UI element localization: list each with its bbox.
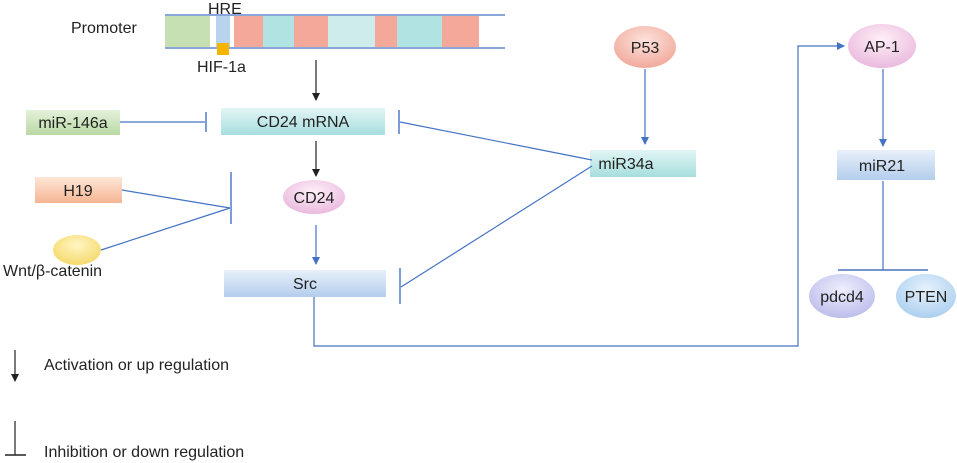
- legend-activation-label: Activation or up regulation: [44, 357, 229, 374]
- cd24-mrna-label: CD24 mRNA: [257, 114, 350, 131]
- pten-node: [896, 274, 956, 318]
- inhibition-line: [399, 121, 593, 161]
- promoter-segment-teal: [328, 16, 375, 47]
- legend-inhibition-label: Inhibition or down regulation: [44, 444, 244, 461]
- hif-1a-site: [217, 43, 229, 55]
- inhibition-line: [121, 189, 231, 209]
- mir34a-box: [590, 150, 696, 177]
- hif-1a-label: HIF-1a: [197, 59, 246, 76]
- pten-label: PTEN: [905, 289, 948, 306]
- inhibition-line: [100, 207, 231, 251]
- p53-label: P53: [631, 40, 660, 57]
- src-box: [224, 270, 386, 297]
- wnt-node: [53, 235, 101, 265]
- activation-arrow: [313, 42, 845, 347]
- h19-box: [35, 177, 122, 203]
- cd24-node: [283, 180, 345, 214]
- promoter-segment-pink: [442, 16, 479, 47]
- cd24-mrna-box: [221, 108, 385, 135]
- promoter-segment-teal: [397, 16, 442, 47]
- pdcd4-node: [809, 274, 875, 318]
- ap-1-label: AP-1: [864, 39, 900, 56]
- promoter-strip: [165, 14, 505, 55]
- src-label: Src: [293, 276, 317, 293]
- mir21-box: [837, 150, 935, 180]
- cd24-label: CD24: [294, 190, 335, 207]
- promoter-segment-green: [165, 16, 210, 47]
- hre-segment: [216, 16, 230, 47]
- h19-label: H19: [63, 183, 92, 200]
- mir21-label: miR21: [859, 158, 905, 175]
- mir-146a-box: [26, 110, 120, 135]
- pdcd4-label: pdcd4: [820, 289, 864, 306]
- inhibition-line: [400, 165, 593, 288]
- p53-node: [614, 26, 676, 68]
- mir-146a-label: miR-146a: [38, 115, 107, 132]
- promoter-label: Promoter: [71, 20, 137, 37]
- promoter-segment-teal: [263, 16, 294, 47]
- promoter-segment-pink: [294, 16, 328, 47]
- wnt-label: Wnt/β-catenin: [3, 263, 102, 280]
- hre-label: HRE: [208, 1, 242, 18]
- promoter-segment-pink: [234, 16, 263, 47]
- mir34a-label: miR34a: [598, 156, 653, 173]
- promoter-segment-pink: [375, 16, 397, 47]
- ap-1-node: [848, 24, 916, 68]
